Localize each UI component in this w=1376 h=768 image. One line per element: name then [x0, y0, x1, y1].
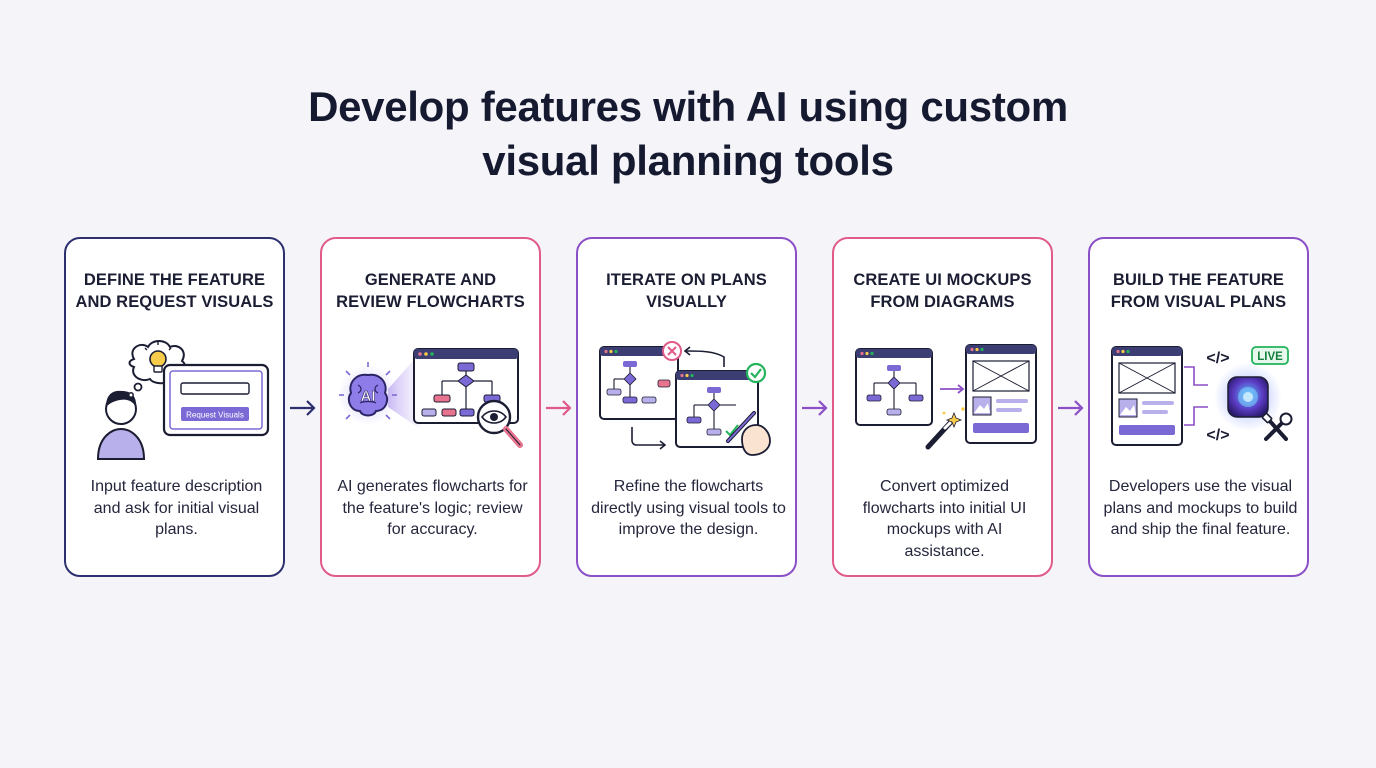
user-icon [96, 390, 146, 460]
lightbulb-icon [144, 342, 172, 373]
live-badge: LIVE [1251, 346, 1289, 365]
step-description: Input feature description and ask for in… [90, 478, 263, 538]
approve-icon [745, 362, 767, 384]
step-title: GENERATE AND REVIEW FLOWCHARTS [322, 269, 539, 313]
step-card-mockups: CREATE UI MOCKUPS FROM DIAGRAMS [832, 237, 1053, 577]
mockup-window-icon [965, 344, 1037, 444]
step-title-line2: FROM DIAGRAMS [870, 293, 1015, 311]
step-title: DEFINE THE FEATURE AND REQUEST VISUALS [66, 269, 283, 313]
connector-arrow-4 [1055, 396, 1084, 420]
step-card-iterate: ITERATE ON PLANS VISUALLY [576, 237, 797, 577]
reject-icon [662, 341, 682, 361]
step-description: Developers use the visual plans and mock… [1103, 478, 1298, 538]
tablet-icon: Request Visuals [162, 363, 270, 437]
step-card-define: DEFINE THE FEATURE AND REQUEST VISUALS R… [64, 237, 285, 577]
step-title-line2: VISUALLY [646, 293, 727, 311]
live-label: LIVE [1257, 351, 1283, 363]
step-card-generate: GENERATE AND REVIEW FLOWCHARTS AI [320, 237, 541, 577]
iterate-plans-illustration [599, 341, 771, 456]
mockup-window-icon [1111, 346, 1183, 446]
ai-label: AI [361, 388, 376, 405]
step-title-line1: CREATE UI MOCKUPS [853, 271, 1032, 289]
step-description: AI generates flowcharts for the feature'… [337, 478, 528, 538]
code-label-top: </> [1206, 350, 1229, 367]
flowchart-window-icon [855, 348, 933, 426]
ai-brain-icon: AI [338, 362, 398, 425]
create-mockups-illustration [855, 344, 1037, 450]
request-visuals-label: Request Visuals [186, 411, 244, 420]
step-title-line2: REVIEW FLOWCHARTS [336, 293, 525, 311]
generate-flowchart-illustration: AI [338, 348, 523, 448]
connector-arrow-3 [799, 396, 828, 420]
magnifier-eye-icon [476, 399, 523, 448]
define-feature-illustration: Request Visuals [96, 340, 270, 460]
step-description: Refine the flowcharts directly using vis… [591, 478, 786, 538]
code-icon: </> </> [1206, 350, 1229, 444]
step-title: BUILD THE FEATURE FROM VISUAL PLANS [1090, 269, 1307, 313]
tools-icon [1261, 412, 1293, 441]
magic-wand-icon [925, 407, 965, 450]
step-title: CREATE UI MOCKUPS FROM DIAGRAMS [834, 269, 1051, 313]
step-title-line2: AND REQUEST VISUALS [75, 293, 274, 311]
pen-hand-icon [726, 411, 771, 456]
step-title-line1: BUILD THE FEATURE [1113, 271, 1284, 289]
connector-arrow-2 [543, 396, 572, 420]
connector-arrow-1 [287, 396, 316, 420]
build-feature-illustration: </> </> LIVE [1111, 346, 1293, 446]
step-title-line1: ITERATE ON PLANS [606, 271, 767, 289]
step-card-build: BUILD THE FEATURE FROM VISUAL PLANS [1088, 237, 1309, 577]
request-visuals-button[interactable] [181, 407, 249, 421]
step-description: Convert optimized flowcharts into initia… [862, 478, 1027, 560]
step-title-line1: DEFINE THE FEATURE [83, 271, 266, 289]
page-title-line1: Develop features with AI using custom [308, 83, 1068, 130]
code-label-bottom: </> [1206, 427, 1229, 444]
page-title-line2: visual planning tools [482, 137, 894, 184]
flowchart-window-icon [599, 346, 679, 420]
step-title-line2: FROM VISUAL PLANS [1110, 293, 1287, 311]
page-title: Develop features with AI using custom vi… [0, 80, 1376, 188]
step-title: ITERATE ON PLANS VISUALLY [578, 269, 795, 313]
step-title-line1: GENERATE AND [364, 271, 497, 289]
